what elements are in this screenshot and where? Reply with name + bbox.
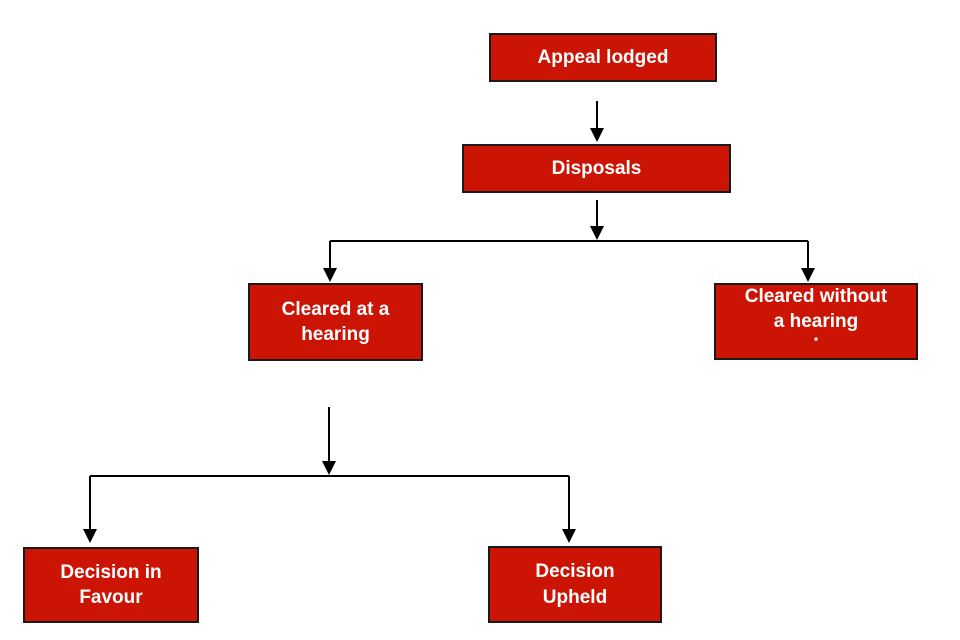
node-label-line1: Cleared without [744,285,888,307]
arrowhead-into-cleared-at [323,268,337,282]
footnote-marker: * [813,335,819,348]
arrowhead-into-cleared-without [801,268,815,282]
node-decision-in-favour: Decision in Favour [23,547,199,623]
node-decision-upheld: Decision Upheld [488,546,662,623]
node-label-line2: hearing [301,324,370,345]
arrowhead-into-favour [83,529,97,543]
arrowhead-into-disposals [590,128,604,142]
node-label-text: a hearing [773,310,859,332]
node-cleared-without-a-hearing: Cleared without a hearing * [714,283,918,360]
arrowhead-into-upheld [562,529,576,543]
arrowhead-onto-upper-branch [590,226,604,240]
node-label-line1: Decision [535,561,615,583]
node-label: Disposals [551,157,642,179]
node-label-line2: Upheld [542,586,608,608]
node-label-line2: Favour [79,587,143,608]
node-label-line1: Decision in [60,561,162,583]
node-label-line2: a hearing * [774,309,858,359]
arrowhead-onto-lower-branch [322,461,336,475]
node-label: Appeal lodged [537,46,669,68]
node-cleared-at-a-hearing: Cleared at a hearing [248,283,423,361]
node-disposals: Disposals [462,144,731,193]
node-appeal-lodged: Appeal lodged [489,33,717,82]
node-label-line1: Cleared at a [281,298,390,320]
